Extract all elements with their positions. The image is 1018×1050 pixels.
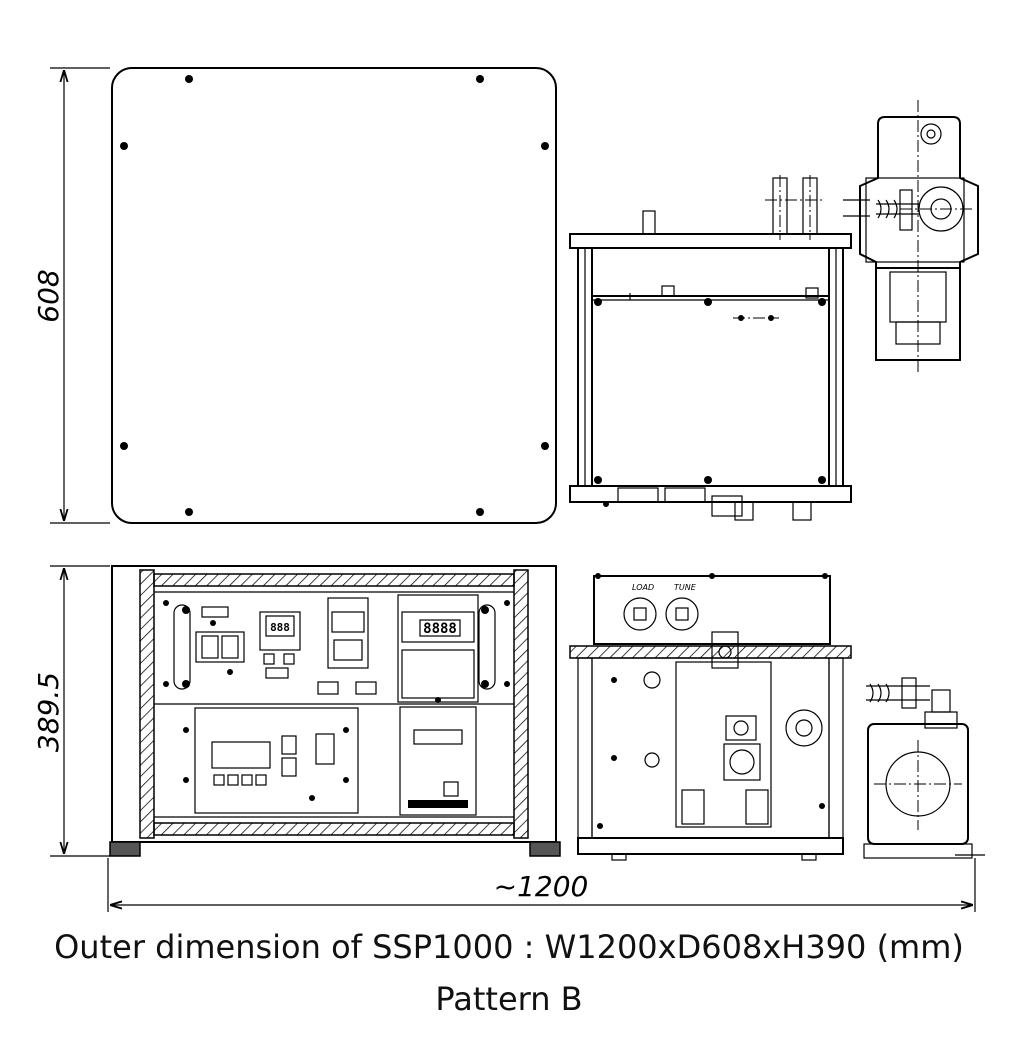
height-label: 389.5 xyxy=(32,672,65,752)
caption-pattern: Pattern B xyxy=(435,980,583,1018)
front-view: 888 8888 xyxy=(109,565,561,857)
main-meter-digits: 8888 xyxy=(423,621,457,637)
matching-box-front-view: LOAD TUNE xyxy=(569,573,852,861)
tune-label: TUNE xyxy=(674,583,697,592)
width-dimension: ~1200 xyxy=(107,858,976,912)
load-label: LOAD xyxy=(632,583,654,592)
tune-knob xyxy=(665,597,699,631)
matching-box-top-view xyxy=(569,175,870,521)
depth-dimension: 608 xyxy=(32,67,110,524)
technical-drawing: 608 xyxy=(32,67,985,912)
depth-label: 608 xyxy=(32,269,65,322)
actuator-top-view xyxy=(859,100,979,375)
actuator-front-view xyxy=(863,677,985,859)
top-view-bolts xyxy=(120,75,549,516)
caption-dimensions: Outer dimension of SSP1000 : W1200xD608x… xyxy=(54,928,964,966)
height-dimension: 389.5 xyxy=(32,565,110,857)
width-label: ~1200 xyxy=(494,870,589,903)
top-meter-digits: 888 xyxy=(270,621,290,634)
load-knob xyxy=(623,597,657,631)
top-view xyxy=(111,67,557,524)
